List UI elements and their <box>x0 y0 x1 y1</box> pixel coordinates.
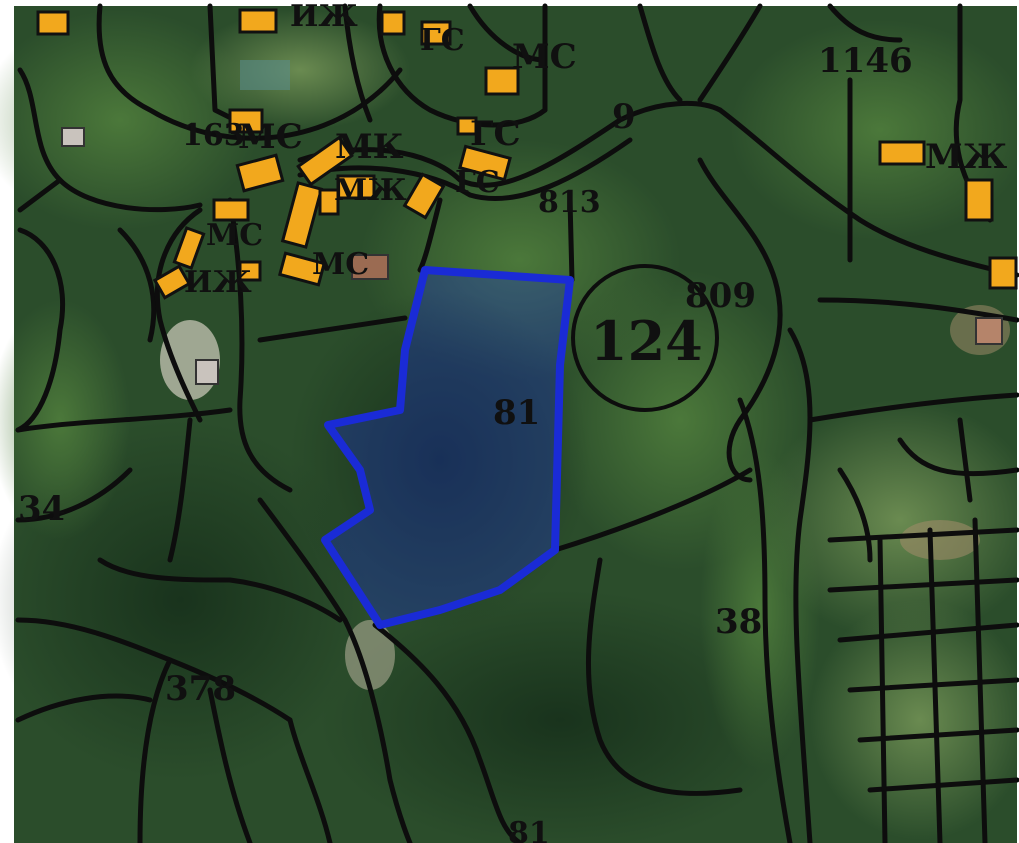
label-1146: 1146 <box>818 41 913 81</box>
highlighted-parcel[interactable] <box>321 266 574 629</box>
label-809: 809 <box>685 276 756 316</box>
label-mzh-right: МЖ <box>925 137 1008 177</box>
label-gc-mid: ГС <box>470 114 521 154</box>
parcel-circle-124 <box>571 264 719 412</box>
label-izh-left: ИЖ <box>184 265 252 300</box>
label-378: 378 <box>165 669 236 709</box>
label-813: 813 <box>538 185 601 220</box>
label-34: 34 <box>18 489 65 529</box>
label-mc-left: МС <box>206 218 263 253</box>
label-mk: МК <box>335 127 404 167</box>
label-izh-topleft: ИЖ <box>290 0 358 34</box>
map-labels: 1146 163 813 809 124 81 34 38 378 81 9 М… <box>18 0 1008 843</box>
label-9: 9 <box>612 97 636 137</box>
label-38: 38 <box>715 602 762 642</box>
small-structures <box>61 127 1003 385</box>
label-81-highlighted: 81 <box>493 393 540 433</box>
label-163: 163 <box>182 118 245 153</box>
label-mc-center: МС <box>312 247 369 282</box>
buildings <box>36 8 1018 300</box>
label-gc-small: ГС <box>455 165 500 200</box>
label-81-bottom: 81 <box>508 816 550 843</box>
label-mzh-mid: МЖ <box>334 173 407 208</box>
label-124: 124 <box>590 309 703 373</box>
label-mc-top: МС <box>512 37 577 77</box>
label-mc-163: МС <box>238 117 303 157</box>
label-gc-top: ГС <box>420 23 465 58</box>
